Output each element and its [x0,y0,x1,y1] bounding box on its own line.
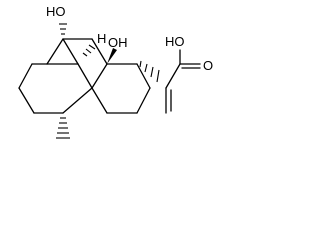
hashed-bond-sidechain [139,60,160,83]
bond-fusion-top [91,63,108,89]
bond-c3-c4 [18,87,35,114]
hashed-bond-oh-top [59,23,67,35]
bond-c9a-c5 [91,38,108,65]
label-hydroxyl-top-left: HO [46,4,66,19]
bond-ring-fusion [62,87,93,114]
bond-junction [77,63,93,89]
wedge-bond-oh-middle [107,48,117,64]
bond-c7-c8 [136,87,151,114]
bond-c8a-ring [62,38,79,65]
bond-alpha-to-carboxyl [165,63,181,89]
left-ring [18,38,93,114]
bond-c8a-c1 [46,38,64,65]
hashed-bond-h [82,44,96,57]
bond-c2-c3 [18,63,33,89]
bond-c6-c7 [136,63,151,89]
bond-c9-c10 [91,87,108,114]
hashed-bond-methyl [56,117,70,139]
acrylic-acid-group [165,49,201,114]
label-methine-h: H [97,31,106,46]
label-carbonyl-oxygen: O [203,58,213,73]
right-ring [91,63,151,114]
label-hydroxyl-middle: OH [108,35,128,50]
chemical-structure-diagram: HO H OH HO O [18,4,213,139]
label-acid-hydroxyl: HO [165,34,185,49]
